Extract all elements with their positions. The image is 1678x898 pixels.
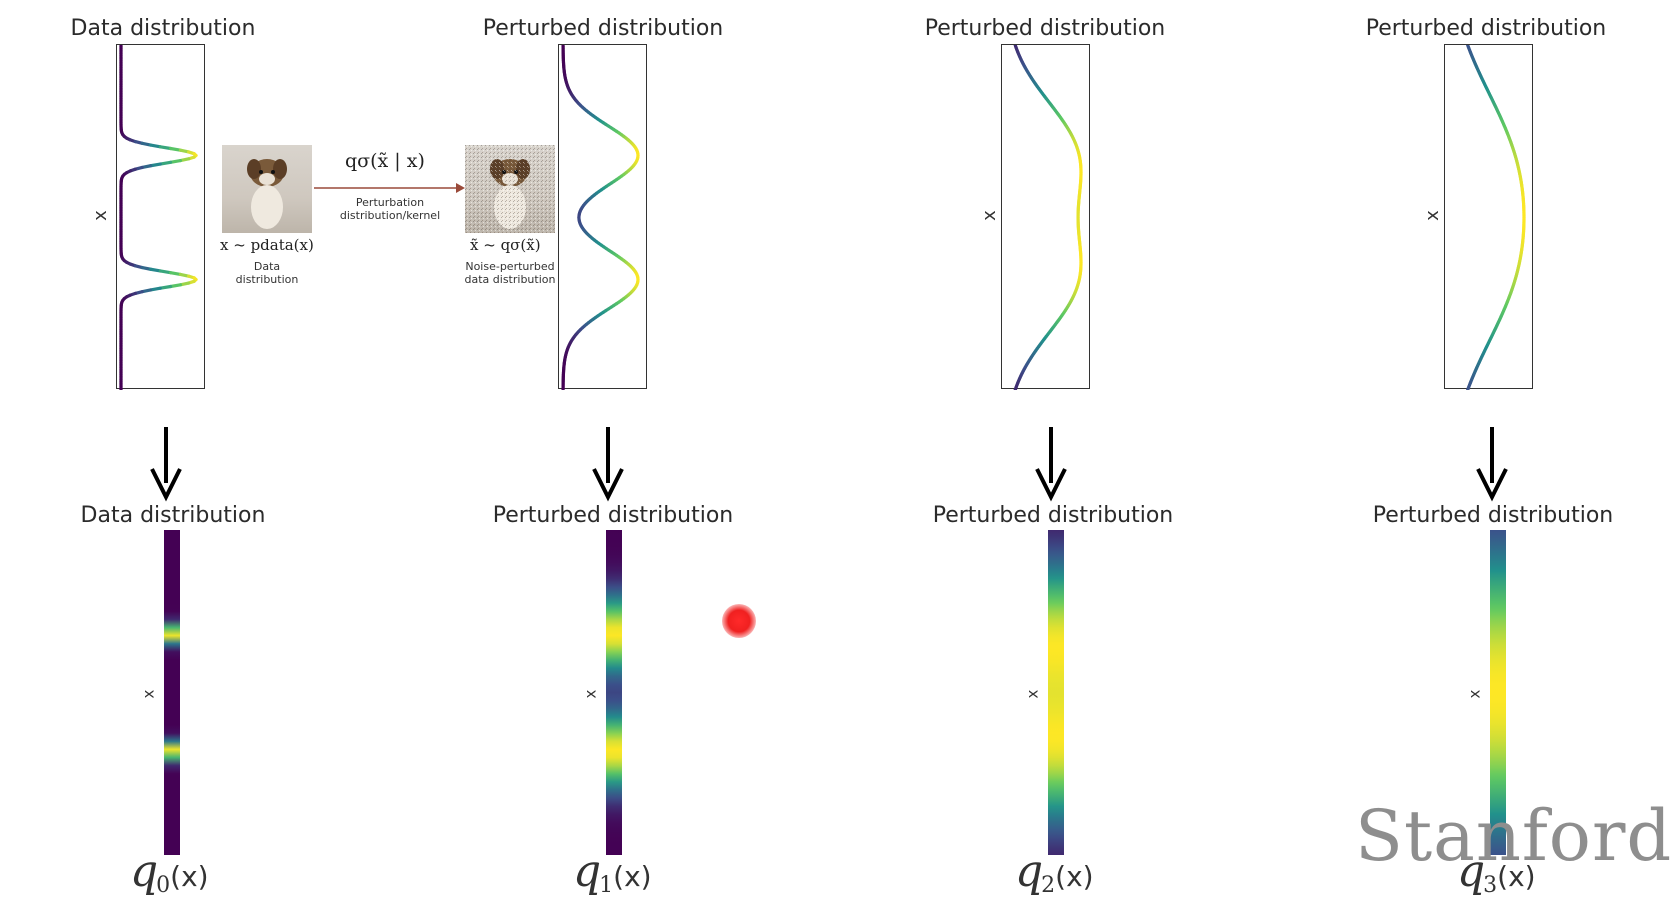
density-plot-perturbed-1 bbox=[558, 44, 647, 389]
density-curve-data bbox=[117, 45, 206, 390]
panel-4-top-title: Perturbed distribution bbox=[1366, 16, 1607, 41]
q-symbol: q bbox=[1015, 846, 1043, 897]
dog-image-noisy bbox=[465, 145, 555, 233]
panel-2-top-title: Perturbed distribution bbox=[483, 16, 724, 41]
kernel-caption: Perturbation distribution/kernel bbox=[330, 196, 450, 222]
perturbation-arrow bbox=[312, 180, 467, 196]
density-curve-perturbed-1 bbox=[559, 45, 648, 390]
density-heatstrip-perturbed-2 bbox=[1048, 530, 1064, 855]
q-subscript: 2 bbox=[1041, 873, 1055, 898]
density-heatstrip-perturbed-1 bbox=[606, 530, 622, 855]
density-curve-segment bbox=[1468, 388, 1469, 390]
noisy-caption-line1: Noise-perturbed bbox=[458, 260, 562, 273]
q-argument: (x) bbox=[613, 860, 651, 893]
panel-4-bottom-title: Perturbed distribution bbox=[1373, 503, 1614, 528]
q0-label: q0(x) bbox=[130, 846, 209, 898]
q-subscript: 0 bbox=[156, 873, 170, 898]
density-heatstrip-data bbox=[164, 530, 180, 855]
data-sample-formula: x ~ pdata(x) bbox=[220, 236, 314, 254]
density-curve-perturbed-2 bbox=[1002, 45, 1091, 390]
dog-icon bbox=[465, 145, 555, 233]
down-arrow-icon bbox=[590, 425, 626, 505]
laser-pointer-dot bbox=[722, 604, 756, 638]
axis-label-x: x bbox=[1465, 690, 1483, 699]
q-argument: (x) bbox=[1055, 860, 1093, 893]
density-plot-data bbox=[116, 44, 205, 389]
q-symbol: q bbox=[130, 846, 158, 897]
q-symbol: q bbox=[573, 846, 601, 897]
data-caption: Data distribution bbox=[222, 260, 312, 286]
panel-1-top-title: Data distribution bbox=[71, 16, 256, 41]
down-arrow-icon bbox=[148, 425, 184, 505]
noisy-caption: Noise-perturbed data distribution bbox=[458, 260, 562, 286]
down-arrow-icon bbox=[1033, 425, 1069, 505]
q1-label: q1(x) bbox=[573, 846, 652, 898]
axis-label-x: x bbox=[1023, 690, 1041, 699]
panel-3-bottom-title: Perturbed distribution bbox=[933, 503, 1174, 528]
density-curve-segment bbox=[1015, 388, 1016, 390]
stanford-watermark: Stanford bbox=[1355, 795, 1672, 877]
noisy-caption-line2: data distribution bbox=[458, 273, 562, 286]
q2-label: q2(x) bbox=[1015, 846, 1094, 898]
panel-2-bottom-title: Perturbed distribution bbox=[493, 503, 734, 528]
density-plot-perturbed-3 bbox=[1444, 44, 1533, 389]
axis-label-x: x bbox=[90, 210, 111, 221]
dog-icon bbox=[222, 145, 312, 233]
data-caption-line2: distribution bbox=[222, 273, 312, 286]
panel-1-bottom-title: Data distribution bbox=[81, 503, 266, 528]
dog-image-clean bbox=[222, 145, 312, 233]
axis-label-x: x bbox=[581, 690, 599, 699]
density-curve-perturbed-3 bbox=[1445, 45, 1534, 390]
axis-label-x: x bbox=[979, 210, 1000, 221]
noisy-sample-formula: x̃ ~ qσ(x̃) bbox=[470, 236, 541, 254]
down-arrow-icon bbox=[1474, 425, 1510, 505]
kernel-caption-line2: distribution/kernel bbox=[330, 209, 450, 222]
density-plot-perturbed-2 bbox=[1001, 44, 1090, 389]
kernel-formula: qσ(x̃ | x) bbox=[345, 150, 425, 172]
panel-3-top-title: Perturbed distribution bbox=[925, 16, 1166, 41]
q-subscript: 1 bbox=[599, 873, 613, 898]
kernel-caption-line1: Perturbation bbox=[330, 196, 450, 209]
q-argument: (x) bbox=[170, 860, 208, 893]
axis-label-x: x bbox=[139, 690, 157, 699]
axis-label-x: x bbox=[1422, 210, 1443, 221]
data-caption-line1: Data bbox=[222, 260, 312, 273]
